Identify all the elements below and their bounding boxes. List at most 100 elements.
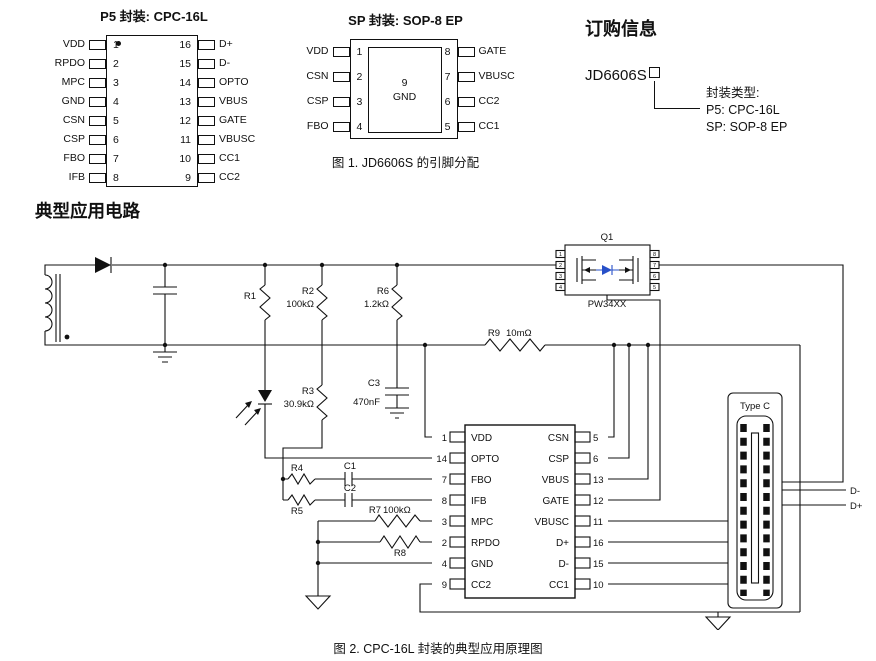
pin-number: 8 <box>444 46 451 58</box>
p5-title: P5 封装: CPC-16L <box>100 9 208 24</box>
pin-stub <box>332 121 350 132</box>
pin-stub <box>198 96 215 107</box>
q1-label: Q1 <box>601 232 614 243</box>
sop8-right-label: VBUSC <box>478 70 515 82</box>
pin-stub <box>89 172 106 183</box>
sop8-left-label: FBO <box>306 120 329 132</box>
resistor-r1 <box>259 284 271 321</box>
typec-tongue <box>750 432 760 584</box>
r4-label: R4 <box>291 463 303 474</box>
p5-right-pin-numbers: 16 15 14 13 12 11 10 9 <box>179 36 197 186</box>
pin-stub <box>198 172 215 183</box>
ic-pin-name: VDD <box>471 433 492 444</box>
led-arrow-icon <box>254 408 261 415</box>
p5-package-diagram: VDD RPDO MPC GND CSN CSP FBO IFB 1 2 3 <box>28 35 280 187</box>
c1-label: C1 <box>344 461 356 472</box>
sop8-left-label: CSP <box>306 95 329 107</box>
ic-pin-name: D- <box>558 559 569 570</box>
c3-label: C3 <box>368 378 380 389</box>
p5-left-label: CSN <box>62 114 85 126</box>
typec-connector <box>727 392 783 609</box>
pin-stub <box>332 46 350 57</box>
p5-left-label: VDD <box>62 38 85 50</box>
sop8-right-pin-numbers: 8 7 6 5 <box>445 40 457 138</box>
ic-pin-name: GATE <box>543 496 570 507</box>
pin-stub <box>89 96 106 107</box>
application-circuit-schematic: R1 R2 100kΩ R6 1.2kΩ R3 30.9kΩ C3 470nF … <box>44 232 863 630</box>
pin-number: 2 <box>113 58 119 70</box>
pin-stub <box>457 121 475 132</box>
pin-number: 5 <box>113 115 119 127</box>
r9-value: 10mΩ <box>506 328 532 339</box>
package-code-box <box>648 67 660 78</box>
capacitor-c2 <box>344 493 353 507</box>
q1-pin-number: 3 <box>559 274 562 280</box>
q1-pin-number: 1 <box>559 252 562 258</box>
package-option-sp: SP: SOP-8 EP <box>706 120 788 134</box>
ic-pin-number: 12 <box>593 496 604 507</box>
p5-right-labels: D+ D- OPTO VBUS GATE VBUSC CC1 CC2 <box>215 35 261 187</box>
pin-stub <box>198 58 215 69</box>
r7-label: R7 <box>369 505 381 516</box>
pin-number: 12 <box>179 115 191 127</box>
r5-label: R5 <box>291 506 303 517</box>
ordering-title: 订购信息 <box>585 19 657 39</box>
resistor-r6 <box>391 284 403 321</box>
p5-right-label: VBUS <box>219 95 248 107</box>
p5-left-label: MPC <box>61 76 85 88</box>
r8-label: R8 <box>394 548 406 559</box>
ic-pin-name: VBUS <box>542 475 570 486</box>
p5-right-stubs <box>198 35 215 187</box>
q1-pin-number: 8 <box>653 252 656 258</box>
pin-number: 3 <box>356 96 363 108</box>
q1-mosfet <box>555 244 660 296</box>
c3-value: 470nF <box>353 397 380 408</box>
p5-right-label: GATE <box>219 114 247 126</box>
q1-pin-numbers: 1 2 3 4 8 7 6 5 <box>559 252 656 291</box>
r6-value: 1.2kΩ <box>364 299 389 310</box>
ic-pin-name: IFB <box>471 496 487 507</box>
resistor-r5 <box>287 493 316 507</box>
capacitor-c1 <box>344 472 353 486</box>
ic-pin-name: CSN <box>548 433 569 444</box>
ic-pin-number: 14 <box>436 454 447 465</box>
ic-pin-name: CC1 <box>549 580 569 591</box>
rectifier-diode <box>95 257 112 273</box>
capacitor-c3 <box>385 387 409 396</box>
ground-symbol-c3 <box>385 407 409 419</box>
pin-number: 1 <box>113 36 119 55</box>
pin-number: 6 <box>113 134 119 146</box>
q1-pin-number: 2 <box>559 263 562 269</box>
pin-number: 13 <box>179 96 191 108</box>
pin-stub <box>198 115 215 126</box>
ep-pin-number: 9 <box>401 77 408 89</box>
pin1-dot <box>116 41 121 46</box>
p5-right-label: D- <box>219 57 231 69</box>
resistor-r2 <box>316 284 328 321</box>
figure1-caption: 图 1. JD6606S 的引脚分配 <box>331 156 480 170</box>
p5-left-pin-numbers: 1 2 3 4 5 6 7 8 <box>107 36 119 186</box>
typec-label: Type C <box>740 401 770 412</box>
p5-right-label: CC1 <box>219 152 241 164</box>
p5-right-label: OPTO <box>219 76 249 88</box>
sop8-package-section: SP 封装: SOP-8 EP VDD CSN CSP FBO 9 GND 1 … <box>288 10 523 171</box>
sop8-package-diagram: VDD CSN CSP FBO 9 GND 1 2 3 4 8 7 <box>288 39 523 139</box>
sop8-left-pin-numbers: 1 2 3 4 <box>351 40 363 138</box>
sop8-right-stubs <box>457 39 475 139</box>
ic-pin-name: MPC <box>471 517 493 528</box>
r6-label: R6 <box>377 286 389 297</box>
r9-label: R9 <box>488 328 500 339</box>
pin-number: 10 <box>179 153 191 165</box>
part-number-text: JD6606S <box>585 67 647 84</box>
pin-number: 4 <box>113 96 119 108</box>
pin-stub <box>89 39 106 50</box>
p5-package-section: P5 封装: CPC-16L VDD RPDO MPC GND CSN CSP … <box>28 6 280 187</box>
ic-pin-number: 2 <box>442 538 447 549</box>
transformer <box>44 274 70 342</box>
sop8-right-label: GATE <box>478 45 507 57</box>
ic-pin-name: D+ <box>556 538 569 549</box>
junction-dots <box>162 262 651 566</box>
q1-part-number: PW34XX <box>588 299 627 310</box>
ic-pin-number: 7 <box>442 475 447 486</box>
ic-pin-number: 4 <box>442 559 447 570</box>
